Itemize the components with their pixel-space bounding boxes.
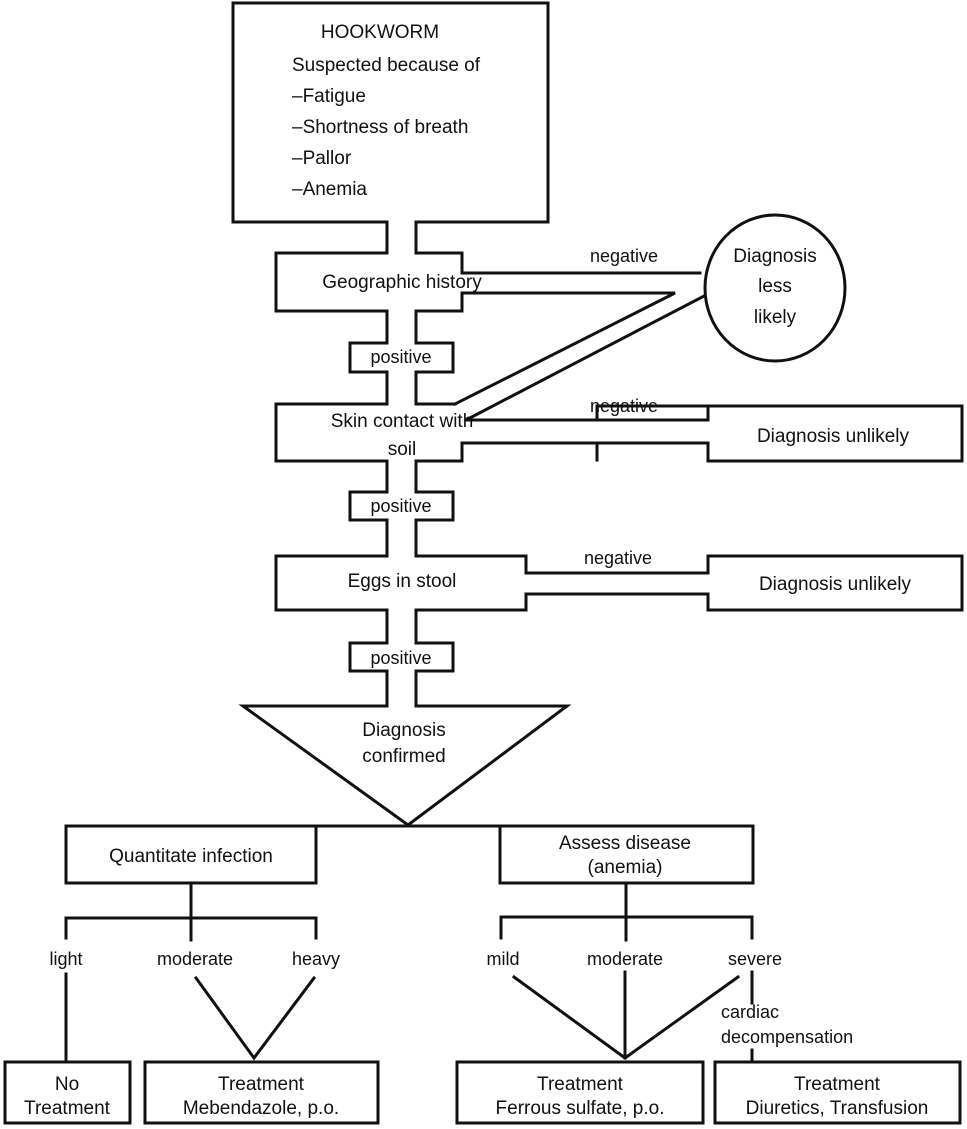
outcome-confirmed: Diagnosis confirmed bbox=[238, 704, 572, 827]
positive-junction: positive bbox=[348, 309, 455, 406]
step-assess-disease: Assess disease (anemia) bbox=[498, 824, 755, 885]
branch-connector bbox=[64, 972, 317, 1064]
edge-label-positive: positive bbox=[370, 347, 431, 367]
level-heavy: heavy bbox=[292, 949, 340, 969]
branch-connector bbox=[511, 970, 754, 1064]
step-eggs-label: Eggs in stool bbox=[348, 571, 457, 592]
symptom-item: –Shortness of breath bbox=[292, 117, 468, 138]
symptom-item: –Pallor bbox=[292, 148, 352, 169]
level-mild: mild bbox=[486, 949, 519, 969]
result-ferrous-sulfate: Treatment Ferrous sulfate, p.o. bbox=[455, 1060, 705, 1125]
result-diuretics-text: Treatment bbox=[794, 1074, 881, 1095]
step-quantitate-label: Quantitate infection bbox=[109, 846, 273, 867]
step-eggs-in-stool: Eggs in stool Diagnosis unlikely bbox=[274, 554, 964, 612]
suspicion-subtitle: Suspected because of bbox=[292, 55, 481, 76]
step-assess-label: (anemia) bbox=[588, 857, 663, 878]
outcome-confirmed-text: Diagnosis bbox=[362, 720, 445, 741]
suspicion-title: HOOKWORM bbox=[321, 22, 439, 43]
diagonal-connector bbox=[452, 291, 676, 407]
symptom-item: –Anemia bbox=[292, 179, 367, 200]
step-geographic-history: Geographic history bbox=[274, 251, 599, 313]
level-light: light bbox=[49, 949, 82, 969]
branch-connector bbox=[499, 881, 754, 942]
outcome-unlikely: Diagnosis unlikely bbox=[595, 404, 964, 463]
result-mebendazole-text: Treatment bbox=[218, 1074, 305, 1095]
edge-label-negative: negative bbox=[590, 246, 658, 266]
outcome-unlikely-text: Diagnosis unlikely bbox=[757, 426, 910, 447]
result-no-treatment-text: No bbox=[55, 1074, 79, 1095]
step-skin-contact: Skin contact with soil bbox=[274, 402, 710, 463]
level-moderate: moderate bbox=[587, 949, 663, 969]
result-no-treatment-text: Treatment bbox=[24, 1098, 111, 1119]
step-assess-label: Assess disease bbox=[559, 833, 691, 854]
outcome-less-likely: Diagnosis less likely bbox=[703, 213, 847, 363]
step-quantitate-infection: Quantitate infection bbox=[64, 824, 318, 885]
step-skin-label: soil bbox=[388, 439, 417, 460]
result-mebendazole: Treatment Mebendazole, p.o. bbox=[143, 1060, 380, 1125]
outcome-less-likely-text: Diagnosis bbox=[733, 246, 816, 267]
outcome-unlikely-text: Diagnosis unlikely bbox=[759, 574, 912, 595]
positive-junction: positive bbox=[348, 608, 455, 708]
result-no-treatment: No Treatment bbox=[3, 1060, 132, 1125]
connector-pipe bbox=[385, 220, 418, 255]
level-severe: severe bbox=[728, 949, 782, 969]
suspicion-box: HOOKWORM Suspected because of –Fatigue –… bbox=[231, 1, 550, 224]
branch-connector bbox=[64, 881, 318, 942]
edge-label-negative: negative bbox=[590, 396, 658, 416]
outcome-confirmed-text: confirmed bbox=[362, 746, 445, 767]
outcome-less-likely-text: likely bbox=[754, 307, 797, 328]
diagonal-connector bbox=[465, 292, 709, 422]
cardiac-label: decompensation bbox=[721, 1027, 853, 1047]
edge-label-positive: positive bbox=[370, 648, 431, 668]
result-diuretics-transfusion: Treatment Diuretics, Transfusion bbox=[713, 1060, 962, 1125]
result-ferrous-sulfate-text: Treatment bbox=[537, 1074, 624, 1095]
step-skin-label: Skin contact with bbox=[331, 411, 474, 432]
positive-junction: positive bbox=[348, 459, 455, 558]
result-diuretics-text: Diuretics, Transfusion bbox=[746, 1098, 929, 1119]
cardiac-label: cardiac bbox=[721, 1002, 779, 1022]
symptom-item: –Fatigue bbox=[292, 86, 366, 107]
result-ferrous-sulfate-text: Ferrous sulfate, p.o. bbox=[496, 1098, 665, 1119]
edge-label-negative: negative bbox=[584, 548, 652, 568]
edge-label-positive: positive bbox=[370, 496, 431, 516]
step-geographic-label: Geographic history bbox=[322, 272, 482, 293]
level-moderate: moderate bbox=[157, 949, 233, 969]
outcome-less-likely-text: less bbox=[758, 276, 792, 297]
result-mebendazole-text: Mebendazole, p.o. bbox=[183, 1098, 339, 1119]
